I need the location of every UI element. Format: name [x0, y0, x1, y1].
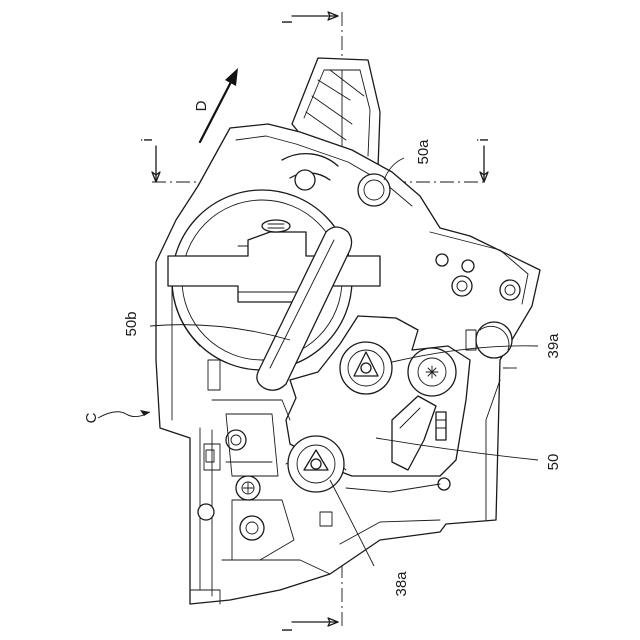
label-section-bottom: I — [279, 628, 296, 632]
label-ref-50: 50 — [545, 454, 562, 471]
label-ref-c: C — [83, 412, 100, 423]
label-ref-38a: 38a — [393, 571, 410, 597]
label-ref-50b: 50b — [123, 311, 140, 336]
coupling-39a — [340, 342, 392, 394]
label-section-right: i — [475, 138, 492, 141]
label-ref-39a: 39a — [545, 333, 562, 359]
label-section-top: I — [279, 20, 296, 24]
label-section-left: i — [139, 138, 156, 141]
label-ref-50a: 50a — [415, 139, 432, 165]
label-arrow-d: D — [193, 100, 210, 111]
